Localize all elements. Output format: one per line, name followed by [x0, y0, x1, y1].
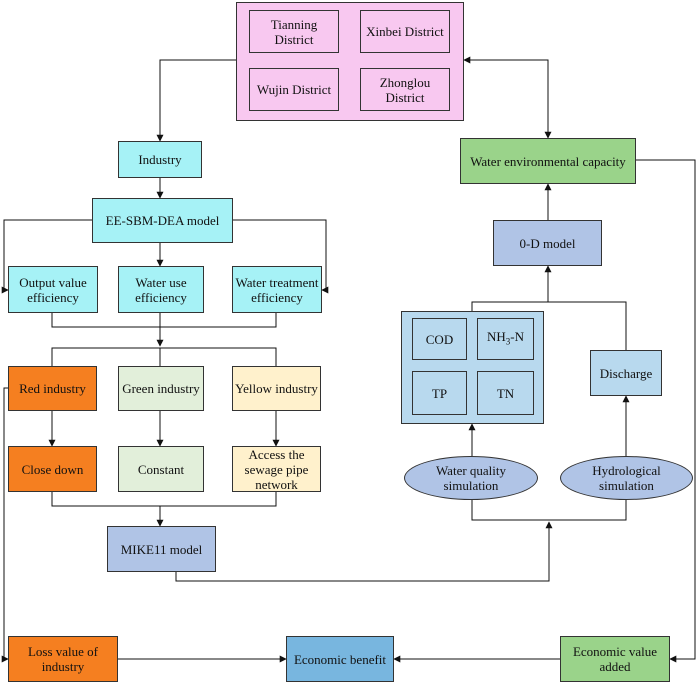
water-use-efficiency-box: Water use efficiency — [118, 266, 204, 313]
district-wujin: Wujin District — [249, 68, 339, 111]
yellow-industry-box: Yellow industry — [232, 366, 321, 411]
arrow-red-to-loss — [1, 387, 9, 663]
water-quality-simulation-ellipse: Water quality simulation — [404, 456, 538, 500]
connector-to-0d — [471, 301, 627, 350]
output-value-efficiency-box: Output value efficiency — [8, 266, 98, 313]
zero-d-model-box: 0-D model — [493, 220, 602, 266]
discharge-box: Discharge — [590, 350, 662, 396]
industry-box: Industry — [118, 141, 202, 178]
nh3n-label: NH3-N — [487, 328, 524, 347]
hydrological-simulation-ellipse: Hydrological simulation — [560, 456, 693, 500]
water-treatment-efficiency-box: Water treatment efficiency — [232, 266, 322, 313]
water-environmental-capacity-box: Water environmental capacity — [460, 138, 636, 184]
connector-eff-merge — [51, 313, 277, 328]
green-industry-box: Green industry — [118, 366, 204, 411]
arrow-capacity-to-eva — [636, 159, 696, 663]
red-industry-box: Red industry — [8, 366, 97, 411]
mike11-model-box: MIKE11 model — [107, 526, 216, 572]
constant-box: Constant — [118, 446, 204, 492]
district-xinbei: Xinbei District — [360, 10, 450, 53]
arrow-dea-to-treatment — [233, 219, 329, 294]
economic-benefit-box: Economic benefit — [286, 636, 394, 682]
arrow-districts-to-industry — [156, 59, 236, 142]
tn-box: TN — [477, 371, 534, 415]
connector-sim-merge — [471, 500, 627, 521]
connector-actions-merge — [51, 492, 277, 507]
close-down-box: Close down — [8, 446, 97, 492]
nh3n-box: NH3-N — [477, 318, 534, 360]
ee-sbm-dea-model-box: EE-SBM-DEA model — [92, 198, 233, 243]
connector-class-split — [51, 347, 277, 366]
access-sewage-pipe-box: Access the sewage pipe network — [232, 446, 321, 492]
tp-box: TP — [412, 371, 467, 415]
arrow-districts-capacity — [463, 56, 552, 139]
district-tianning: Tianning District — [249, 10, 339, 53]
arrow-mike11-to-sim — [175, 521, 553, 582]
loss-value-box: Loss value of industry — [8, 636, 118, 682]
cod-box: COD — [412, 318, 467, 360]
economic-value-added-box: Economic value added — [560, 636, 670, 682]
arrow-dea-to-output — [1, 219, 92, 294]
district-zhonglou: Zhonglou District — [360, 68, 450, 111]
